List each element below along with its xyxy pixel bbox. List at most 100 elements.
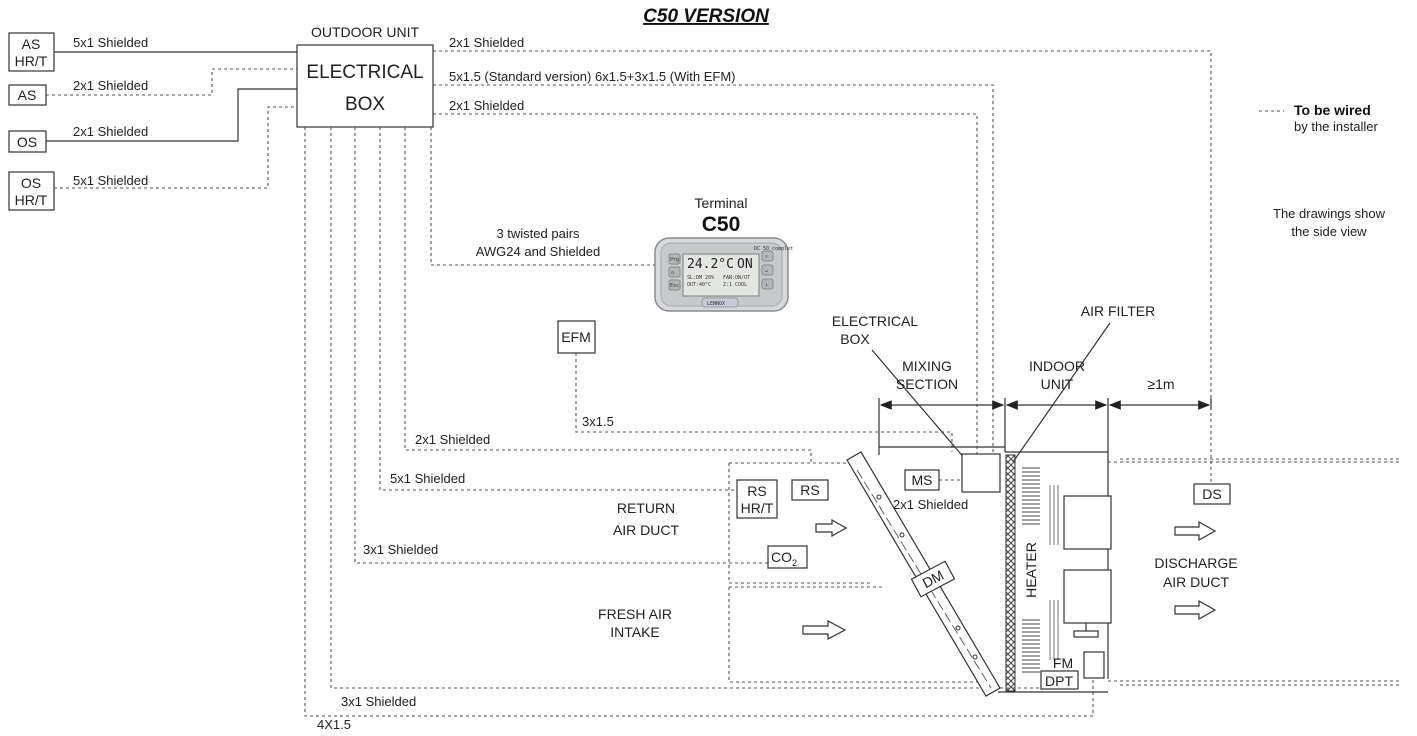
legend-wired-label-1: To be wired <box>1294 102 1371 118</box>
legend-note-2: the side view <box>1291 224 1367 239</box>
terminal-device: DC 50 complet 24.2°C ON SL:DM 20% FAN:ON… <box>654 237 793 312</box>
discharge-duct <box>1108 461 1401 682</box>
sensor-os-hrt-label-1: OS <box>21 175 41 191</box>
air-filter <box>1005 454 1016 692</box>
component-rs <box>791 479 829 501</box>
sensor-os-hrt-label-2: HR/T <box>15 192 48 208</box>
cable-power <box>433 84 994 455</box>
cable-ds <box>433 50 1212 484</box>
sensor-os-hrt <box>8 171 55 211</box>
indoor-unit-label-2: UNIT <box>1041 376 1074 392</box>
component-rs-hrt <box>736 479 778 519</box>
return-duct-label-2: AIR DUCT <box>613 522 680 538</box>
cable-as-label: 2x1 Shielded <box>73 78 148 93</box>
terminal-button-enter-label: ↵ <box>765 268 768 274</box>
cable-ms-label: 2x1 Shielded <box>893 497 968 512</box>
cable-efm <box>575 353 953 452</box>
sensor-as-hrt <box>8 32 55 72</box>
discharge-flow-arrow-bottom-icon <box>1174 599 1217 621</box>
coil-fins <box>1049 485 1059 660</box>
return-flow-arrow-icon <box>815 518 848 538</box>
component-fm <box>1083 651 1105 679</box>
terminal-button-prg[interactable] <box>668 253 681 265</box>
cable-os <box>46 88 297 142</box>
discharge-flow-arrow-top-icon <box>1174 520 1217 542</box>
component-ds-label: DS <box>1202 486 1221 502</box>
cable-power-label: 5x1.5 (Standard version) 6x1.5+3x1.5 (Wi… <box>449 69 735 84</box>
legend-note-1: The drawings show <box>1273 206 1386 221</box>
cable-terminal-label-1: 3 twisted pairs <box>496 226 580 241</box>
terminal-display-state: ON <box>737 257 753 272</box>
component-ds <box>1193 483 1231 505</box>
sensor-as-label: AS <box>18 87 37 103</box>
discharge-duct-inner <box>1120 458 1401 686</box>
terminal-logo: LENNOX <box>707 301 725 307</box>
terminal-label: Terminal <box>695 195 748 211</box>
terminal-button-up[interactable] <box>761 250 774 262</box>
cable-efm-label: 3x1.5 <box>582 414 614 429</box>
component-rs-hrt-label-2: HR/T <box>741 500 774 516</box>
terminal-model: C50 <box>702 213 741 236</box>
component-rs-label: RS <box>800 482 819 498</box>
electrical-box-label-2: BOX <box>840 331 870 347</box>
terminal-button-esc[interactable] <box>668 279 681 291</box>
heater: HEATER <box>1019 465 1043 677</box>
terminal-button-prg-label: Prg <box>670 257 679 263</box>
cable-ms <box>433 113 978 455</box>
electrical-box-label-1: ELECTRICAL <box>832 313 919 329</box>
component-fm-label: FM <box>1053 655 1073 671</box>
legend-wired-label-2: by the installer <box>1294 119 1378 134</box>
cable-top3-label: 2x1 Shielded <box>449 98 524 113</box>
fresh-air-label-1: FRESH AIR <box>598 606 672 622</box>
terminal-button-enter[interactable] <box>761 264 774 276</box>
cable-co2-label: 3x1 Shielded <box>363 542 438 557</box>
terminal-button-down-label: ↓ <box>765 282 768 288</box>
outdoor-box-label-2: BOX <box>345 94 385 115</box>
cable-co2 <box>354 127 768 564</box>
mixing-section-label-2: SECTION <box>896 376 958 392</box>
terminal-display-l3b: Z:1 COOL <box>723 282 747 288</box>
terminal-button-up-label: ↑ <box>765 254 768 260</box>
cable-rs-label: 2x1 Shielded <box>415 432 490 447</box>
cable-fm-label: 3x1 Shielded <box>341 694 416 709</box>
discharge-duct-label-2: AIR DUCT <box>1163 574 1230 590</box>
cable-top1-label: 2x1 Shielded <box>449 35 524 50</box>
fresh-air-label-2: INTAKE <box>610 624 660 640</box>
terminal-display-l3: OUT:40°C <box>687 282 711 288</box>
outdoor-unit-label: OUTDOOR UNIT <box>311 24 420 40</box>
return-duct-label-1: RETURN <box>617 500 675 516</box>
cable-fm <box>330 127 1071 689</box>
cable-dpt-label: 4X1.5 <box>317 717 351 732</box>
distance-label: ≥1m <box>1147 376 1174 392</box>
outdoor-box-label-1: ELECTRICAL <box>306 62 423 83</box>
fresh-flow-arrow-icon <box>802 620 847 640</box>
component-ms-label: MS <box>912 472 933 488</box>
cable-rs-hrt <box>379 127 737 491</box>
fan-upper <box>1063 495 1112 550</box>
outdoor-electrical-box <box>296 44 434 128</box>
cable-as-hrt-label: 5x1 Shielded <box>73 35 148 50</box>
cable-terminal-label-2: AWG24 and Shielded <box>476 244 601 259</box>
terminal-button-alarm[interactable] <box>668 266 681 278</box>
return-fresh-ducts <box>728 462 980 683</box>
indoor-unit-label-1: INDOOR <box>1029 358 1085 374</box>
air-filter-label: AIR FILTER <box>1081 303 1155 319</box>
unit-casing <box>878 446 1109 693</box>
component-co2 <box>767 545 808 569</box>
fan-motor-bar <box>1073 630 1099 638</box>
component-dpt-label: DPT <box>1045 673 1073 689</box>
dimension-ticks <box>878 398 1212 452</box>
terminal-header: DC 50 complet <box>754 246 793 252</box>
air-filter-leader <box>1012 322 1111 463</box>
terminal-display-l2: SL:DM 20% <box>687 275 714 281</box>
component-co2-label: CO2 <box>771 549 797 568</box>
diagram-title: C50 VERSION <box>643 6 770 27</box>
cable-os-hrt-label: 5x1 Shielded <box>73 173 148 188</box>
terminal-display-temp: 24.2°C <box>687 257 734 272</box>
component-dpt <box>1040 670 1079 690</box>
terminal-button-down[interactable] <box>761 278 774 290</box>
cable-os-label: 2x1 Shielded <box>73 124 148 139</box>
mixing-section-label-1: MIXING <box>902 358 952 374</box>
cable-rs-hrt-label: 5x1 Shielded <box>390 471 465 486</box>
cable-dpt <box>304 127 1094 717</box>
